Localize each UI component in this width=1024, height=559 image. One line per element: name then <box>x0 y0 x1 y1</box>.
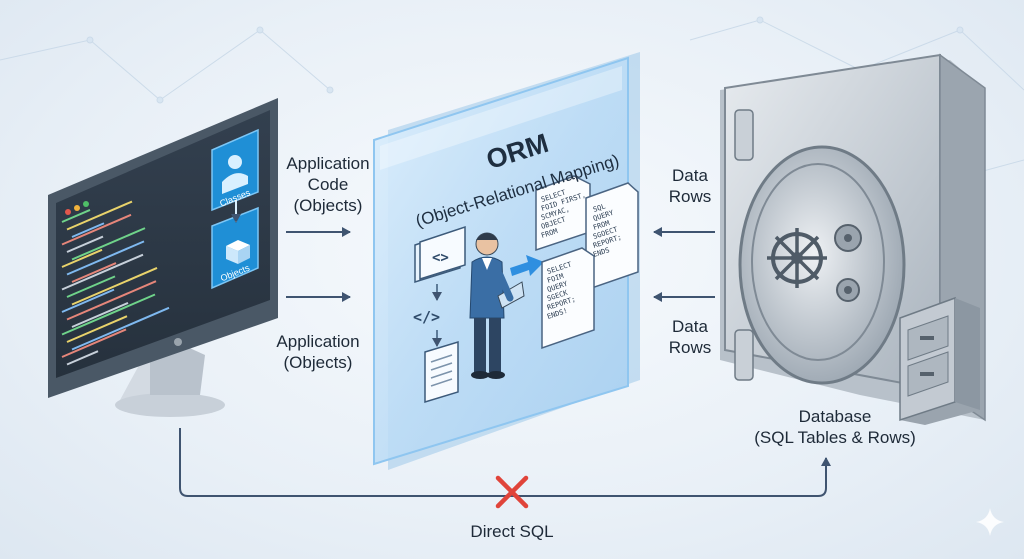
code-line <box>61 248 103 268</box>
code-line <box>61 209 91 223</box>
objects-card <box>211 206 259 290</box>
code-line <box>61 293 156 336</box>
code-line <box>61 288 115 313</box>
direct-sql-path <box>179 428 831 497</box>
database-label: Database (SQL Tables & Rows) <box>735 406 935 448</box>
person-figure <box>469 232 525 379</box>
sparkle-icon <box>976 508 1004 536</box>
code-line <box>66 200 133 231</box>
svg-text:</>: </> <box>413 308 440 326</box>
database-vault <box>720 53 986 422</box>
data-rows-label-top: Data Rows <box>660 165 720 207</box>
code-line <box>71 227 146 261</box>
app-objects-label-line2: (Objects) <box>283 353 353 372</box>
app-code-label-line1: Application <box>286 154 370 173</box>
data-rows-bottom-line2: Rows <box>668 338 712 357</box>
code-line <box>61 253 144 291</box>
code-line <box>66 275 116 298</box>
classes-card <box>211 128 259 212</box>
app-code-label: Application Code (Objects) <box>278 153 378 216</box>
data-rows-top-line2: Rows <box>668 187 712 206</box>
code-line <box>66 235 104 253</box>
code-line <box>66 240 145 276</box>
data-rows-bottom-line1: Data <box>672 317 708 336</box>
code-line <box>71 222 105 238</box>
svg-text:<>: <> <box>432 250 449 266</box>
data-rows-label-bottom: Data Rows <box>660 316 720 358</box>
code-line <box>71 306 170 351</box>
code-line <box>71 302 129 328</box>
code-line <box>66 315 128 343</box>
database-label-line2: (SQL Tables & Rows) <box>754 428 916 447</box>
app-code-label-line3: (Objects) <box>293 196 363 215</box>
computer-monitor <box>48 98 278 417</box>
app-objects-label-line1: Application <box>276 332 360 351</box>
database-label-line1: Database <box>798 407 872 426</box>
code-line <box>66 350 99 366</box>
code-flow-icons: <> </> <box>413 225 466 404</box>
code-line <box>71 262 117 283</box>
flow-arrows <box>179 227 831 497</box>
query-line: SQL <box>592 202 607 214</box>
code-line <box>61 213 132 246</box>
code-line <box>61 328 127 358</box>
data-rows-top-line1: Data <box>672 166 708 185</box>
code-line <box>66 280 157 321</box>
flow-arrow-icon <box>510 255 544 276</box>
code-lines <box>61 200 170 366</box>
app-objects-label: Application (Objects) <box>266 331 370 373</box>
blocked-cross-icon <box>495 475 529 509</box>
app-code-label-line2: Code <box>307 175 349 194</box>
filing-cabinet <box>899 296 980 425</box>
direct-sql-label: Direct SQL <box>470 522 554 541</box>
code-line <box>71 267 158 306</box>
